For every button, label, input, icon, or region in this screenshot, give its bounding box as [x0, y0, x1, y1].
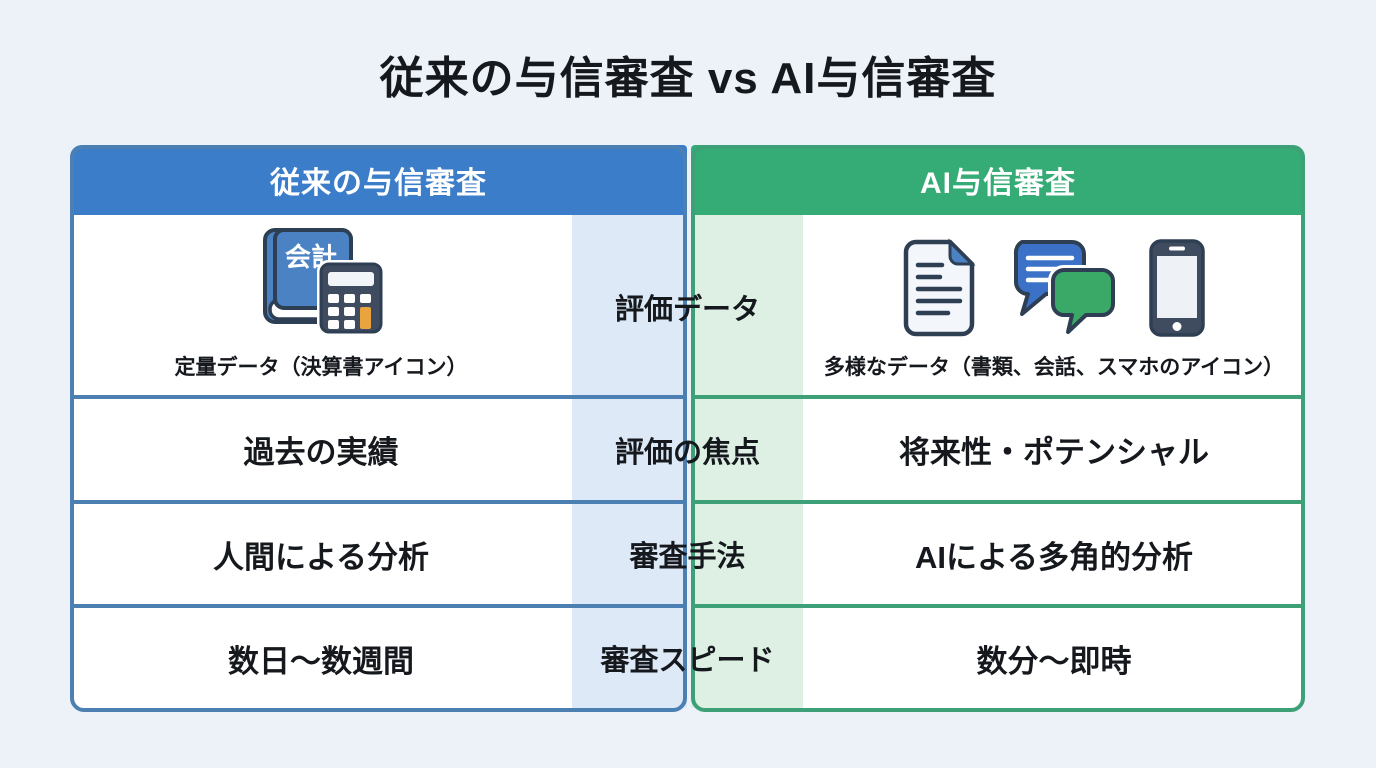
cell-ai-data: 多様なデータ（書類、会話、スマホのアイコン）	[807, 219, 1301, 395]
page-title: 従来の与信審査 vs AI与信審査	[379, 54, 997, 103]
row-separator	[691, 395, 1305, 399]
row-separator	[70, 395, 687, 399]
comparison-table: 従来の与信審査 AI与信審査 会計	[70, 145, 1305, 712]
cell-traditional-focus: 過去の実績	[243, 435, 399, 470]
ai-data-caption: 多様なデータ（書類、会話、スマホのアイコン）	[823, 356, 1285, 379]
cell-ai-method: AIによる多角的分析	[914, 539, 1194, 575]
cell-traditional-data: 会計 定量データ（決算書アイコン）	[74, 219, 568, 395]
row-label-evaluation-focus: 評価の焦点	[614, 436, 760, 469]
row-label-evaluation-data: 評価データ	[614, 294, 760, 326]
row-separator	[691, 500, 1305, 504]
traditional-column-header: 従来の与信審査	[70, 145, 687, 215]
row-separator	[70, 500, 687, 504]
ai-data-icons	[900, 238, 1208, 338]
label-column-blue-strip	[572, 215, 687, 708]
document-icon	[903, 238, 976, 337]
row-label-screening-speed: 審査スピード	[600, 645, 775, 677]
accounting-book-calculator-icon: 会計	[263, 228, 385, 336]
traditional-data-caption: 定量データ（決算書アイコン）	[174, 356, 468, 379]
label-column-green-strip	[691, 215, 803, 708]
cell-ai-speed: 数分〜即時	[976, 643, 1132, 679]
chat-bubbles-icon	[1013, 240, 1118, 337]
cell-traditional-method: 人間による分析	[212, 539, 430, 575]
traditional-data-icons: 会計	[253, 226, 389, 338]
cell-ai-focus: 将来性・ポテンシャル	[899, 435, 1209, 470]
row-separator	[691, 604, 1305, 608]
row-label-screening-method: 審査手法	[629, 541, 746, 573]
cell-traditional-speed: 数日〜数週間	[228, 643, 414, 679]
smartphone-icon	[1149, 239, 1205, 337]
ai-column-header: AI与信審査	[691, 145, 1305, 215]
row-separator	[70, 604, 687, 608]
